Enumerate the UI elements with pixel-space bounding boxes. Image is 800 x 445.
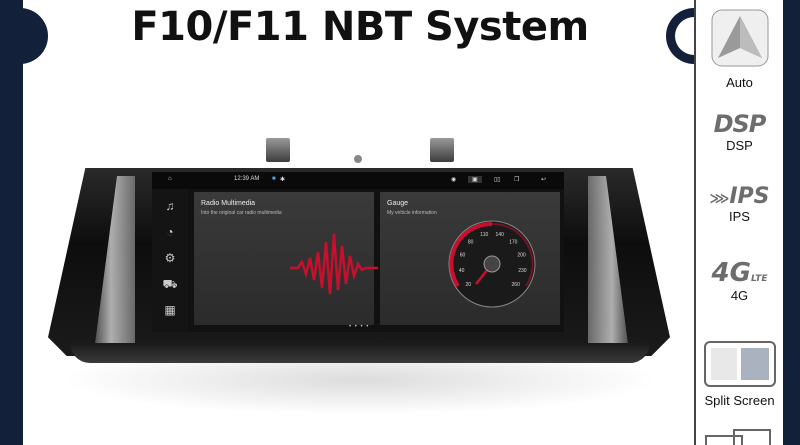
feature-label: 4G <box>730 288 749 303</box>
mount-clip-left <box>266 138 290 162</box>
gauge-label: 20 <box>466 282 472 288</box>
status-bar: ⌂ 12:39 AM ■ ✱ ◉ ▣ ▯▯ ❐ ↩ <box>152 172 564 189</box>
lte-logo-text: LTE <box>750 274 768 284</box>
ips-logo-icon: ⋙IPS <box>696 184 783 209</box>
gauge-label: 80 <box>468 240 474 246</box>
speedometer-icon: 20 40 60 80 110 140 170 200 230 260 <box>448 220 536 308</box>
left-dark-border <box>0 0 23 445</box>
feature-label: Auto <box>726 75 753 90</box>
recent-apps-icon[interactable]: ❐ <box>514 177 520 183</box>
feature-label: IPS <box>729 209 750 224</box>
gauge-card[interactable]: Gauge My vehicle information 20 40 60 80 110… <box>380 192 560 325</box>
next-feature-icon <box>705 429 771 445</box>
feature-4g: 4GLTE 4G <box>696 258 783 303</box>
music-icon[interactable]: ♫ <box>165 199 175 213</box>
4g-logo-text: 4G <box>711 258 751 288</box>
feature-ips: ⋙IPS IPS <box>696 184 783 224</box>
feature-label: Split Screen <box>704 393 775 408</box>
mount-clip-right <box>430 138 454 162</box>
status-time: 12:39 AM <box>234 176 260 182</box>
right-dark-border <box>783 0 800 445</box>
4g-lte-icon: 4GLTE <box>696 258 783 288</box>
navigation-icon[interactable]: ◔ <box>166 225 174 239</box>
head-unit-screen: ⌂ 12:39 AM ■ ✱ ◉ ▣ ▯▯ ❐ ↩ ♫ ◔ ⚙ ⛟ ▦ Radi… <box>152 172 564 332</box>
settings-small-icon: ✱ <box>280 177 286 183</box>
unit-top-dot <box>354 155 362 163</box>
gauge-label: 230 <box>518 268 527 274</box>
left-decorative-tab <box>0 8 48 64</box>
gauge-label: 40 <box>459 268 465 274</box>
gauge-label: 260 <box>512 282 521 288</box>
page-indicator: • • • • <box>349 324 370 330</box>
ips-logo-text: IPS <box>729 184 770 209</box>
home-icon[interactable]: ⌂ <box>168 176 172 182</box>
settings-icon[interactable]: ⚙ <box>164 251 176 265</box>
card-title: Radio Multimedia <box>201 200 256 207</box>
location-icon[interactable]: ◉ <box>451 177 457 183</box>
card-subtitle: Into the original car radio multimedia <box>201 210 282 216</box>
feature-label: DSP <box>726 138 753 153</box>
gauge-label: 60 <box>460 253 466 259</box>
sound-wave-icon <box>290 233 378 295</box>
features-panel: Auto DSP DSP ⋙IPS IPS 4GLTE 4G Split Scr… <box>694 0 783 445</box>
car-icon[interactable]: ⛟ <box>162 277 178 291</box>
feature-auto: Auto <box>696 6 783 90</box>
gauge-label: 110 <box>480 232 488 238</box>
apps-grid-icon[interactable]: ▦ <box>164 303 176 317</box>
page-title: F10/F11 NBT System <box>131 4 589 50</box>
android-auto-icon <box>711 9 768 67</box>
dsp-logo-icon: DSP <box>713 110 767 138</box>
wifi-icon: ■ <box>272 176 276 182</box>
unit-bottom-trim <box>70 343 650 363</box>
gauge-label: 200 <box>517 253 526 259</box>
radio-multimedia-card[interactable]: Radio Multimedia Into the original car r… <box>194 192 378 325</box>
split-view-icon[interactable]: ▯▯ <box>494 177 501 183</box>
gauge-label: 140 <box>496 232 505 238</box>
split-screen-icon <box>703 341 776 387</box>
back-icon[interactable]: ↩ <box>541 177 547 183</box>
side-nav: ♫ ◔ ⚙ ⛟ ▦ <box>152 189 188 332</box>
gauge-label: 170 <box>509 240 518 246</box>
ips-rays-icon: ⋙ <box>709 191 730 207</box>
feature-dsp: DSP DSP <box>696 110 783 153</box>
card-subtitle: My vehicle information <box>387 210 437 216</box>
screenshot-icon[interactable]: ▣ <box>468 176 482 183</box>
feature-split-screen: Split Screen <box>696 340 783 408</box>
card-title: Gauge <box>387 200 409 207</box>
